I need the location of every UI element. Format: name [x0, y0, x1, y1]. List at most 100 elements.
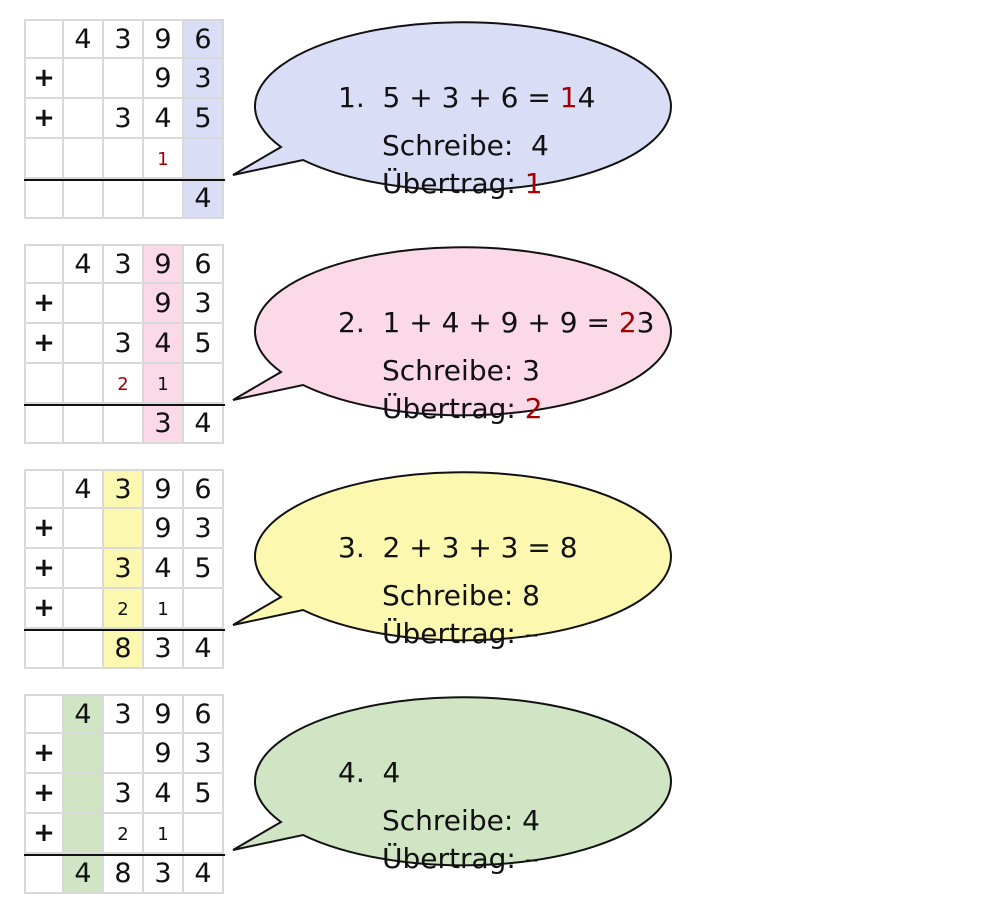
addend-digit: 6: [184, 694, 224, 734]
carry-instruction: Übertrag: –: [382, 845, 539, 873]
addend-digit: [24, 244, 64, 284]
addend-digit: 4: [144, 774, 184, 814]
write-instruction: Schreibe: 4: [382, 129, 549, 162]
addend-digit: [24, 694, 64, 734]
addend-digit: 4: [64, 469, 104, 509]
carry-digit: 2: [104, 364, 144, 404]
addend-digit: 9: [144, 59, 184, 99]
addend-digit: [64, 324, 104, 364]
equation-terms: 1 + 4 + 9 + 9 =: [382, 306, 619, 339]
addend-digit: 3: [104, 324, 144, 364]
step-number: 4.: [338, 756, 365, 789]
addend-digit: 3: [104, 244, 144, 284]
equation-terms: 2 + 3 + 3 = 8: [382, 531, 578, 564]
carry-instruction: Übertrag: –: [382, 620, 539, 648]
bubble-shape: [232, 471, 672, 642]
plus-sign: +: [24, 59, 64, 99]
bubble-equation: 1. 5 + 3 + 6 = 14: [338, 84, 595, 112]
speech-bubble: [232, 246, 672, 417]
result-digit: [144, 179, 184, 219]
bubble-shape: [232, 246, 672, 417]
carry-instruction: Übertrag: 2: [382, 395, 543, 423]
addend-digit: 4: [64, 694, 104, 734]
result-digit: [24, 404, 64, 444]
spacer: [365, 531, 383, 564]
step-number: 2.: [338, 306, 365, 339]
addend-digit: 5: [184, 99, 224, 139]
equation-terms: 4: [382, 756, 401, 789]
result-write-digit: 4: [577, 81, 596, 114]
result-digit: 4: [184, 854, 224, 894]
result-digit: [64, 179, 104, 219]
addend-digit: 4: [144, 324, 184, 364]
addend-digit: [64, 774, 104, 814]
addend-digit: 9: [144, 284, 184, 324]
carry-digit: 1: [144, 364, 184, 404]
addend-digit: [24, 469, 64, 509]
addend-digit: [104, 284, 144, 324]
speech-bubble: [232, 471, 672, 642]
carry-label: Übertrag:: [382, 392, 525, 425]
addend-digit: 9: [144, 469, 184, 509]
addend-digit: [64, 59, 104, 99]
result-carry-digit: 2: [618, 306, 637, 339]
result-digit: [104, 179, 144, 219]
carry-digit: [104, 139, 144, 179]
carry-value: 2: [524, 392, 543, 425]
addend-digit: 5: [184, 324, 224, 364]
carry-value: 1: [524, 167, 543, 200]
addend-digit: 4: [64, 19, 104, 59]
addend-digit: 3: [104, 694, 144, 734]
addend-digit: [24, 19, 64, 59]
result-digit: [64, 629, 104, 669]
carry-label: Übertrag:: [382, 617, 525, 650]
plus-sign: +: [24, 324, 64, 364]
addend-digit: 6: [184, 244, 224, 284]
spacer: [365, 756, 383, 789]
plus-sign: +: [24, 549, 64, 589]
result-digit: [24, 179, 64, 219]
addend-digit: 9: [144, 19, 184, 59]
addend-digit: 9: [144, 244, 184, 284]
addend-digit: 3: [184, 284, 224, 324]
bubble-equation: 2. 1 + 4 + 9 + 9 = 23: [338, 309, 655, 337]
result-digit: 4: [64, 854, 104, 894]
result-carry-digit: 1: [559, 81, 578, 114]
result-digit: [64, 404, 104, 444]
carry-value: –: [524, 842, 539, 875]
carry-digit: 2: [104, 589, 144, 629]
result-digit: [24, 854, 64, 894]
speech-bubble: [232, 696, 672, 867]
addend-digit: [64, 549, 104, 589]
plus-sign: +: [24, 509, 64, 549]
plus-sign: +: [24, 774, 64, 814]
carry-digit: [64, 814, 104, 854]
carry-label: Übertrag:: [382, 842, 525, 875]
carry-digit: [184, 814, 224, 854]
addend-digit: 3: [104, 469, 144, 509]
result-digit: 8: [104, 629, 144, 669]
addend-digit: [64, 284, 104, 324]
addend-digit: 3: [104, 19, 144, 59]
result-digit: 4: [184, 629, 224, 669]
addend-digit: 3: [104, 549, 144, 589]
bubble-shape: [232, 21, 672, 192]
carry-digit: [64, 364, 104, 404]
result-digit: 8: [104, 854, 144, 894]
carry-digit: 1: [144, 814, 184, 854]
step-number: 1.: [338, 81, 365, 114]
plus-sign: +: [24, 734, 64, 774]
addend-digit: [64, 734, 104, 774]
addend-digit: 9: [144, 509, 184, 549]
carry-digit: [184, 589, 224, 629]
carry-digit: [184, 139, 224, 179]
addend-digit: 3: [184, 59, 224, 99]
result-digit: 4: [184, 404, 224, 444]
addend-digit: 9: [144, 734, 184, 774]
addend-digit: [64, 509, 104, 549]
